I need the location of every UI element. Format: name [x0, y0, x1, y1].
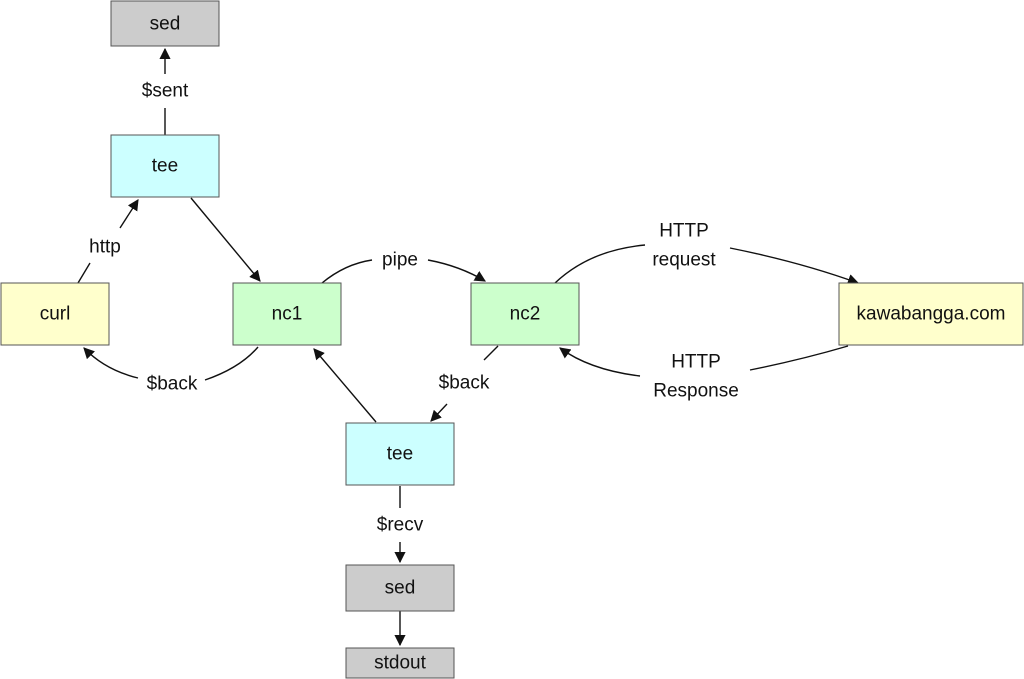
node-curl: curl — [0, 282, 110, 346]
node-tee-top: tee — [110, 134, 220, 198]
edge-label-http-request-2: request — [652, 250, 716, 271]
edge-http-response — [559, 345, 849, 377]
node-sed-top: sed — [110, 0, 220, 47]
node-label-kawabangga: kawabangga.com — [857, 304, 1006, 325]
node-label-nc2: nc2 — [510, 304, 541, 325]
edge-tee-to-nc1 — [190, 197, 261, 282]
edge-label-http-request-1: HTTP — [659, 221, 709, 242]
node-kawabangga: kawabangga.com — [838, 282, 1024, 346]
node-label-stdout: stdout — [374, 653, 426, 674]
node-tee-bottom: tee — [345, 422, 455, 486]
edge-back-right — [430, 345, 499, 422]
edge-label-back-right: $back — [439, 373, 490, 394]
node-label-tee-top: tee — [152, 156, 178, 177]
edge-tee-to-nc1-back — [313, 348, 377, 423]
node-label-curl: curl — [40, 304, 71, 325]
edge-http-request — [554, 244, 860, 285]
node-stdout: stdout — [345, 647, 455, 679]
edge-label-http-response-1: HTTP — [671, 352, 721, 373]
edge-label-pipe: pipe — [382, 250, 418, 271]
edge-back-left — [83, 346, 259, 381]
edge-http — [77, 199, 139, 284]
node-label-sed-bottom: sed — [385, 578, 416, 599]
edge-label-sent: $sent — [142, 81, 189, 102]
node-nc2: nc2 — [470, 282, 580, 346]
node-label-sed-top: sed — [150, 14, 181, 35]
edge-pipe — [321, 259, 486, 284]
edge-label-back-left: $back — [147, 374, 198, 395]
node-label-tee-bottom: tee — [387, 444, 413, 465]
edge-label-http: http — [89, 237, 121, 258]
edge-label-recv: $recv — [377, 515, 424, 536]
edge-label-http-response-2: Response — [653, 381, 739, 402]
node-nc1: nc1 — [232, 282, 342, 346]
node-label-nc1: nc1 — [272, 304, 303, 325]
node-sed-bottom: sed — [345, 564, 455, 612]
